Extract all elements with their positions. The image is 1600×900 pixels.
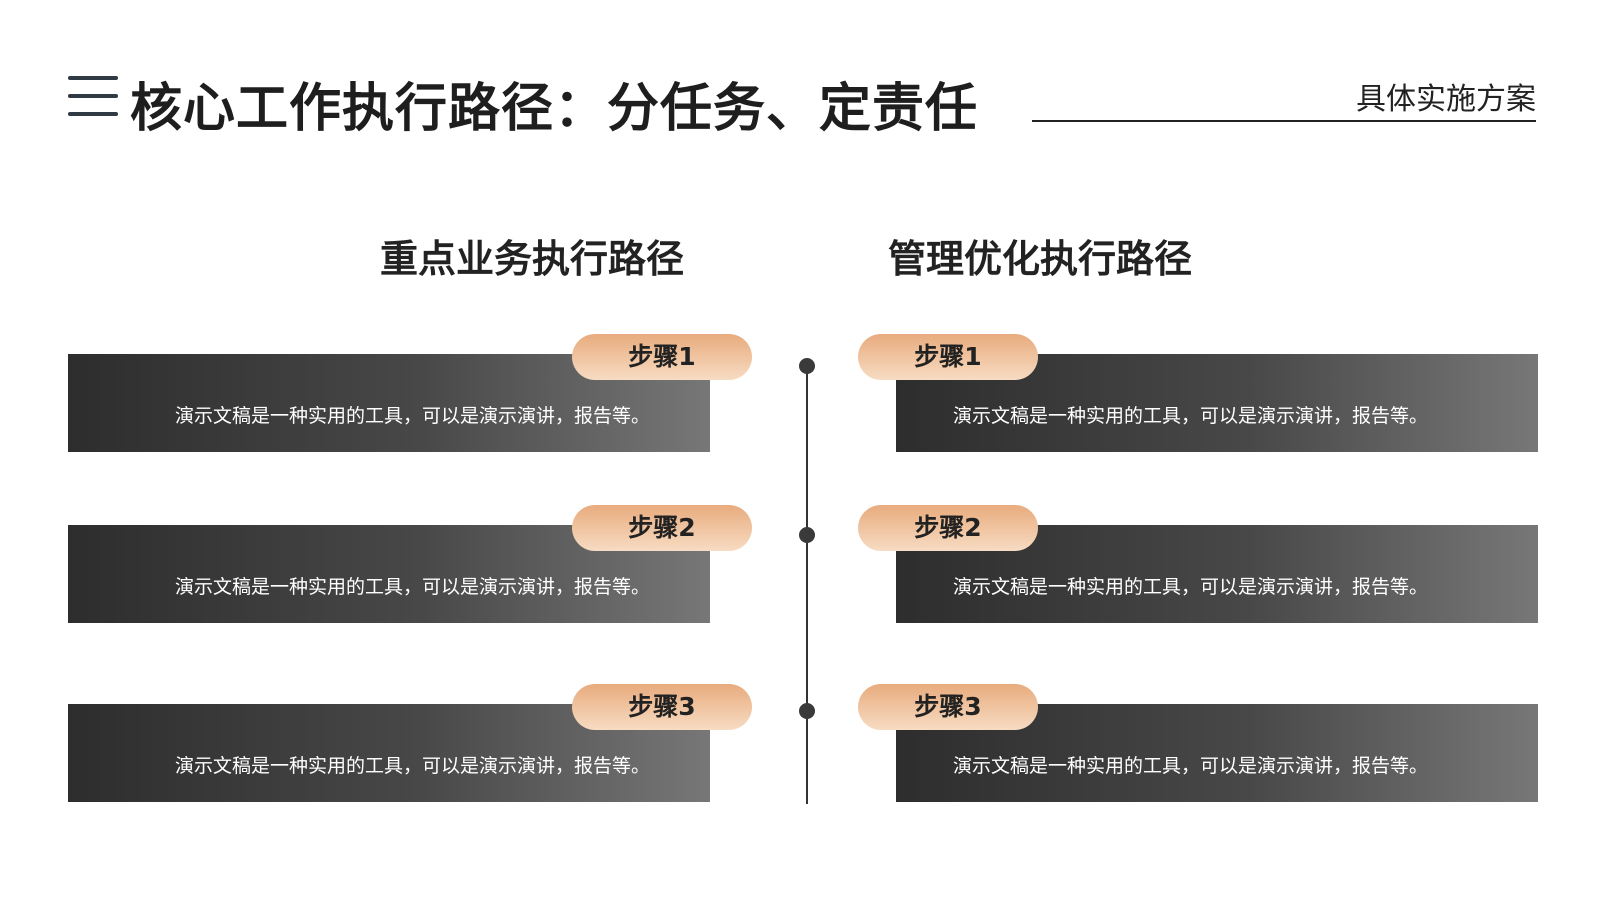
step-description: 演示文稿是一种实用的工具，可以是演示演讲，报告等。	[953, 576, 1429, 598]
step-badge: 步骤2	[572, 505, 752, 551]
step-card: 演示文稿是一种实用的工具，可以是演示演讲，报告等。	[68, 704, 710, 802]
step-description: 演示文稿是一种实用的工具，可以是演示演讲，报告等。	[953, 405, 1429, 427]
step-description: 演示文稿是一种实用的工具，可以是演示演讲，报告等。	[175, 576, 651, 598]
step-description: 演示文稿是一种实用的工具，可以是演示演讲，报告等。	[175, 755, 651, 777]
timeline-dot	[799, 527, 815, 543]
step-badge: 步骤3	[858, 684, 1038, 730]
timeline-dot	[799, 703, 815, 719]
title-divider	[1032, 120, 1536, 122]
step-badge: 步骤1	[572, 334, 752, 380]
column-heading-business: 重点业务执行路径	[380, 237, 685, 281]
column-heading-management: 管理优化执行路径	[888, 237, 1193, 281]
step-card: 演示文稿是一种实用的工具，可以是演示演讲，报告等。	[896, 354, 1538, 452]
page-subtitle: 具体实施方案	[1356, 82, 1536, 117]
timeline-dot	[799, 358, 815, 374]
timeline-line	[806, 366, 808, 804]
step-badge: 步骤1	[858, 334, 1038, 380]
menu-icon[interactable]	[68, 76, 118, 118]
step-description: 演示文稿是一种实用的工具，可以是演示演讲，报告等。	[953, 755, 1429, 777]
step-badge: 步骤3	[572, 684, 752, 730]
step-badge: 步骤2	[858, 505, 1038, 551]
step-description: 演示文稿是一种实用的工具，可以是演示演讲，报告等。	[175, 405, 651, 427]
page-title: 核心工作执行路径：分任务、定责任	[130, 79, 979, 139]
